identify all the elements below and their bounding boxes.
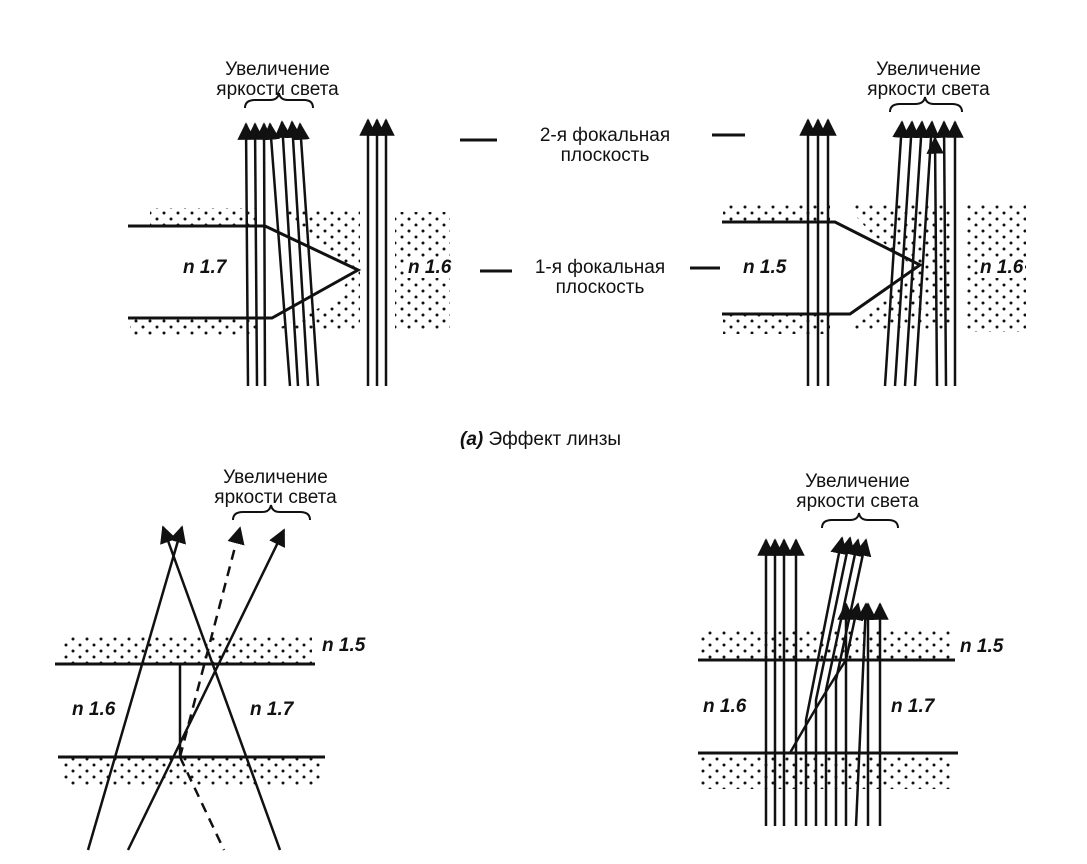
brightness-label-line2: яркости света [796,491,919,512]
dotted-region [130,318,260,336]
brightness-label-line2: яркости света [214,487,337,508]
caption-text: Эффект линзы [488,429,622,450]
refractive-index-label: n 1.5 [322,635,366,656]
dotted-region [845,204,950,330]
brightness-label-line1: Увеличение [225,59,330,80]
brace [244,92,314,109]
brightness-label-line1: Увеличение [876,59,981,80]
refractive-index-label: n 1.6 [406,257,454,278]
light-rays [237,118,395,387]
panel-a-caption: (а) Эффект линзы [460,430,621,450]
brace [232,504,311,521]
dotted-region [62,636,312,664]
light-rays [799,118,964,387]
refractive-index-label: n 1.6 [978,257,1026,278]
refractive-index-label: n 1.5 [960,636,1004,657]
dotted-region [275,210,360,330]
focal-plane-markers [460,133,745,273]
refractive-index-label: n 1.7 [183,257,227,278]
focal-plane-1-line2: плоскость [555,277,645,298]
light-rays [86,525,286,851]
panel-a-left-diagram [128,92,450,387]
refractive-index-label: n 1.6 [703,696,747,717]
brightness-label: Увеличение яркости света [846,60,1011,100]
brightness-label-line2: яркости света [216,79,339,100]
panel-b-left-diagram [55,504,325,851]
brightness-label-line1: Увеличение [805,471,910,492]
dotted-region [62,758,320,786]
focal-plane-2-label: 2-я фокальная плоскость [505,126,705,166]
brightness-label-line2: яркости света [867,79,990,100]
brightness-label: Увеличение яркости света [193,468,358,508]
focal-plane-2-line2: плоскость [560,145,650,166]
brace [821,512,899,529]
refractive-index-label: n 1.6 [72,699,116,720]
brace [889,96,963,113]
brightness-label: Увеличение яркости света [195,60,360,100]
focal-plane-2-line1: 2-я фокальная [539,125,671,146]
focal-plane-1-line1: 1-я фокальная [534,257,666,278]
brightness-label: Увеличение яркости света [775,472,940,512]
dotted-region [723,204,830,222]
panel-b-right-diagram [698,512,958,827]
refractive-index-label: n 1.7 [891,696,935,717]
refractive-index-label: n 1.7 [250,699,294,720]
lens-boundary [128,224,362,320]
caption-letter: (а) [460,429,484,450]
dotted-region [723,314,830,334]
light-rays [757,536,889,827]
focal-plane-1-label: 1-я фокальная плоскость [500,258,700,298]
dotted-region [150,208,260,226]
refractive-index-label: n 1.5 [743,257,787,278]
panel-a-right-diagram [722,96,1026,387]
brightness-label-line1: Увеличение [223,467,328,488]
